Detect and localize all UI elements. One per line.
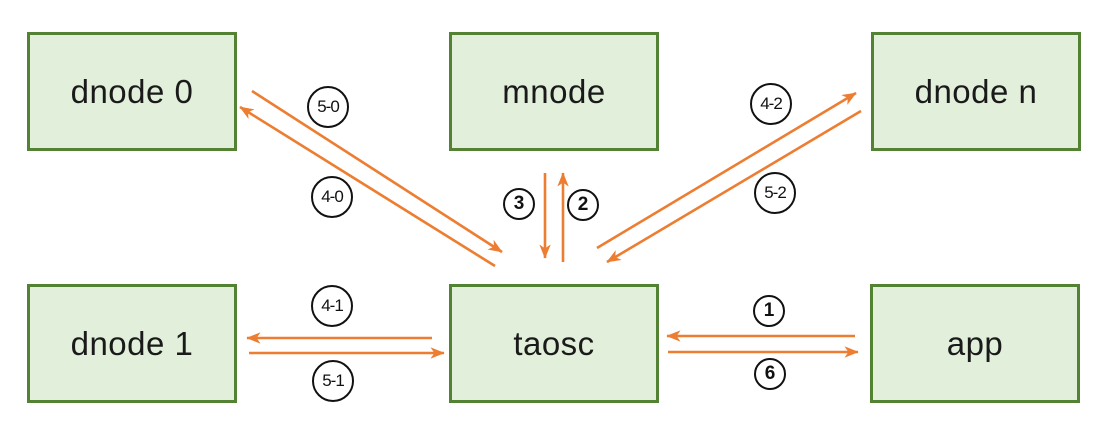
node-app: app [870,284,1080,403]
edge-label-4-2: 4-2 [750,83,792,125]
arrow-taosc-to-dnode0 [239,105,496,268]
arrow-taosc-to-dnoden [596,91,857,250]
edge-label-6: 6 [754,358,786,390]
edge-label-2: 2 [567,189,599,221]
node-taosc: taosc [449,284,659,403]
node-mnode-label: mnode [502,72,606,110]
edge-label-4-0: 4-0 [311,176,353,218]
node-dnode0-label: dnode 0 [70,72,194,110]
edge-label-4-1: 4-1 [311,285,353,327]
edge-label-5-1: 5-1 [312,360,354,402]
node-app-label: app [946,324,1004,362]
edge-label-3: 3 [503,188,535,220]
edge-label-5-2: 5-2 [754,172,796,214]
arrow-dnode0-to-taosc [251,89,503,254]
node-dnode1-label: dnode 1 [70,324,194,362]
node-taosc-label: taosc [513,324,595,362]
edge-label-5-0: 5-0 [307,86,349,128]
edge-label-1: 1 [753,295,785,327]
arrow-dnoden-to-taosc [606,109,862,264]
node-dnoden-label: dnode n [914,72,1038,110]
node-mnode: mnode [449,32,659,151]
node-dnode1: dnode 1 [27,284,237,403]
node-dnode0: dnode 0 [27,32,237,151]
node-dnoden: dnode n [871,32,1081,151]
